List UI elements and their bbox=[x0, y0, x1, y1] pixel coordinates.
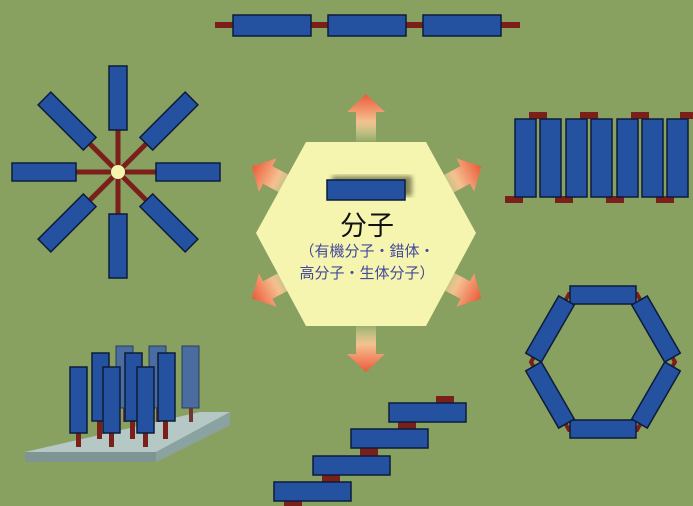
substrate-array bbox=[25, 345, 230, 462]
star-arm bbox=[108, 65, 128, 131]
arrow-up bbox=[347, 94, 385, 144]
star-arm bbox=[37, 91, 98, 152]
stacked-column bbox=[505, 112, 693, 203]
central-molecule-group bbox=[251, 94, 482, 372]
star-arm bbox=[138, 91, 199, 152]
chain-block bbox=[327, 14, 407, 37]
star-arm bbox=[11, 162, 77, 182]
staircase-assembly bbox=[273, 396, 467, 506]
star-arm bbox=[108, 213, 128, 279]
center-subtitle-line2: 高分子・生体分子） bbox=[299, 264, 435, 282]
star-arm bbox=[138, 192, 199, 253]
hexagonal-ring bbox=[524, 285, 682, 439]
center-title: 分子 bbox=[340, 211, 394, 242]
central-hexagon bbox=[256, 142, 476, 326]
linear-chain bbox=[215, 14, 520, 37]
center-subtitle-line1: （有機分子・錯体・ bbox=[299, 242, 435, 260]
central-block bbox=[326, 179, 406, 201]
star-core bbox=[111, 165, 125, 179]
chain-block bbox=[422, 14, 502, 37]
chain-block bbox=[232, 14, 312, 37]
star-assembly bbox=[11, 65, 221, 279]
star-arm bbox=[155, 162, 221, 182]
star-arm bbox=[37, 192, 98, 253]
arrow-down bbox=[347, 322, 385, 372]
